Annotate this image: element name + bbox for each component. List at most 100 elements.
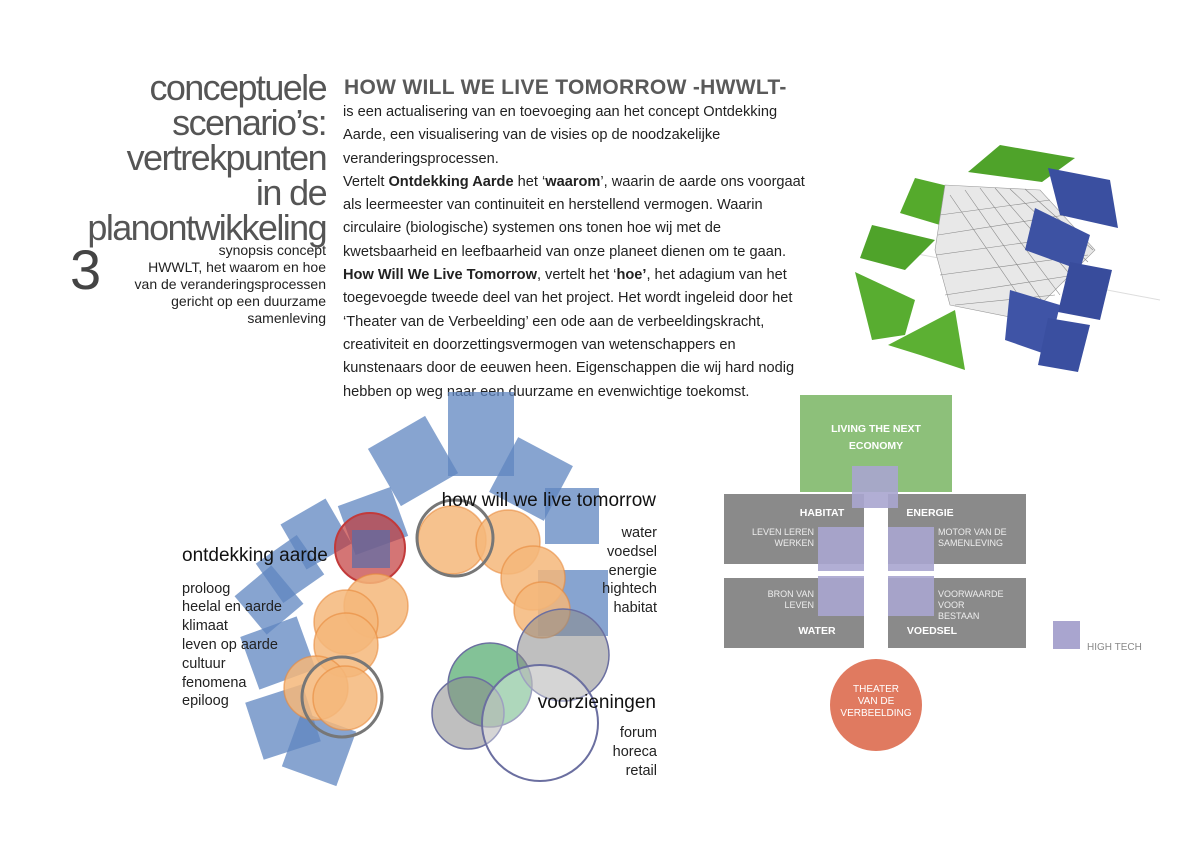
hwwlt-item: voedsel (607, 544, 657, 560)
synopsis-line: HWWLT, het waarom en hoe (148, 259, 326, 275)
hwwlt-list: water voedsel energie hightech habitat (602, 525, 657, 616)
high-tech-square (888, 576, 934, 616)
high-tech-squares (818, 466, 934, 616)
chapter-number: 3 (70, 238, 102, 301)
synopsis-line: gericht op een duurzame (171, 293, 326, 309)
chapter-synopsis: synopsis concept HWWLT, het waarom en ho… (104, 242, 326, 327)
body-bold: How Will We Live Tomorrow (343, 267, 537, 284)
body-line: veranderingsprocessen. (343, 150, 499, 167)
body-line: is een actualisering van en toevoeging a… (343, 104, 778, 120)
solar-panel (1058, 262, 1112, 320)
voorwaarde-label: BESTAAN (938, 611, 979, 621)
voorzieningen-title: voorzieningen (538, 692, 656, 713)
motor-label: MOTOR VAN DE (938, 527, 1007, 537)
side-title-line: scenario’s: (172, 102, 327, 143)
body-span: , het adagium van het (646, 267, 787, 284)
ontdekking-item: fenomena (182, 675, 247, 691)
blue-square (281, 711, 357, 787)
ontdekking-item: epiloog (182, 693, 229, 709)
hwwlt-item: hightech (602, 581, 657, 597)
outline-circle (481, 664, 599, 782)
voorzieningen-item: forum (620, 725, 657, 741)
green-panel (968, 145, 1075, 182)
theater-circle (830, 659, 922, 751)
ontdekking-list: proloog heelal en aarde klimaat leven op… (182, 581, 282, 709)
bron-label: LEVEN (784, 600, 814, 610)
solar-panel (1025, 208, 1090, 270)
article-headline: HOW WILL WE LIVE TOMORROW -HWWLT- (344, 76, 787, 99)
high-tech-square (818, 527, 864, 571)
block-sublabels: LEVEN LEREN WERKEN MOTOR VAN DE SAMENLEV… (752, 527, 1007, 621)
voorwaarde-label: VOORWAARDE (938, 589, 1004, 599)
legend-label: HIGH TECH (1087, 642, 1142, 653)
concept-diagram: ontdekking aarde proloog heelal en aarde… (182, 392, 658, 787)
body-line: How Will We Live Tomorrow, vertelt het ‘… (343, 264, 833, 287)
body-line: kunstenaars door de eeuwen heen. Eigensc… (343, 360, 795, 377)
gray-circle (431, 676, 505, 750)
body-line: circulaire (biologische) systemen ons to… (343, 220, 721, 237)
energie-label: ENERGIE (906, 507, 953, 519)
ontdekking-title: ontdekking aarde (182, 545, 328, 566)
voorzieningen-list: forum horeca retail (613, 725, 658, 779)
body-span: , vertelt het ‘ (536, 267, 617, 284)
hwwlt-title: how will we live tomorrow (442, 490, 657, 511)
voorwaarde-label: VOOR (938, 600, 965, 610)
block-diagram: LIVING THE NEXT ECONOMY HABITAT ENERGIE … (724, 395, 1142, 751)
voedsel-label: VOEDSEL (907, 625, 958, 637)
green-panel (860, 225, 935, 270)
body-line: creativiteit en doorzettingsvermogen van… (343, 336, 736, 353)
body-span: ’, waarin de aarde ons voorgaat (600, 173, 805, 190)
economy-label: LIVING THE NEXT (831, 423, 921, 435)
gray-ring (300, 655, 384, 739)
economy-label: ECONOMY (849, 440, 903, 452)
side-title: conceptuele scenario’s: vertrekpunten in… (40, 67, 328, 248)
green-panel (888, 310, 965, 370)
body-line: Aarde, een visualisering van de visies o… (343, 127, 721, 144)
ontdekking-item: heelal en aarde (182, 599, 282, 615)
water-label: WATER (798, 625, 836, 637)
blue-square (234, 565, 304, 635)
habitat-label: HABITAT (800, 507, 845, 519)
orange-circle (312, 665, 378, 731)
theater-label: THEATER (853, 684, 899, 695)
high-tech-square (888, 527, 934, 571)
ontdekking-item: leven op aarde (182, 637, 278, 653)
blue-square (367, 415, 459, 507)
gray-circle (516, 608, 610, 702)
body-line: hebben op weg naar een duurzame en evenw… (343, 383, 750, 400)
body-line: Vertelt Ontdekking Aarde het ‘waarom’, w… (343, 171, 833, 194)
hwwlt-item: energie (609, 563, 657, 579)
body-bold: hoe’ (616, 267, 647, 284)
blue-square (545, 488, 599, 544)
side-title-line: vertrekpunten (126, 137, 328, 178)
body-span: Vertelt (343, 173, 389, 190)
voorzieningen-item: horeca (613, 744, 658, 760)
green-panel (855, 272, 915, 340)
leven-leren-label: LEVEN LEREN (752, 527, 814, 537)
ontdekking-item: cultuur (182, 656, 226, 672)
blue-square (448, 392, 514, 476)
synopsis-line: van de veranderingsprocessen (134, 276, 326, 292)
body-bold: Ontdekking Aarde (388, 173, 514, 190)
blue-square (352, 530, 390, 568)
theater-label: VAN DE (858, 696, 895, 707)
body-span: het ‘ (513, 173, 546, 190)
synopsis-line: samenleving (247, 310, 326, 326)
theater-label: VERBEELDING (840, 708, 911, 719)
legend-swatch (1053, 621, 1080, 649)
high-tech-square (818, 576, 864, 616)
side-title-line: conceptuele (149, 67, 327, 108)
bron-label: BRON VAN (768, 589, 814, 599)
side-title-line: in de (255, 172, 328, 213)
body-line: ‘Theater van de Verbeelding’ een ode aan… (343, 313, 765, 330)
roof-rendering (855, 145, 1161, 372)
gray-ring (415, 498, 495, 578)
hwwlt-item: habitat (613, 600, 657, 616)
body-line: toegevoegde tweede deel van het project.… (343, 290, 793, 307)
voorzieningen-item: retail (626, 763, 657, 779)
solar-panel (1048, 168, 1118, 228)
solar-panel (1038, 318, 1090, 372)
motor-label: SAMENLEVING (938, 538, 1003, 548)
hwwlt-item: water (621, 525, 658, 541)
side-title-line: planontwikkeling (87, 207, 327, 248)
